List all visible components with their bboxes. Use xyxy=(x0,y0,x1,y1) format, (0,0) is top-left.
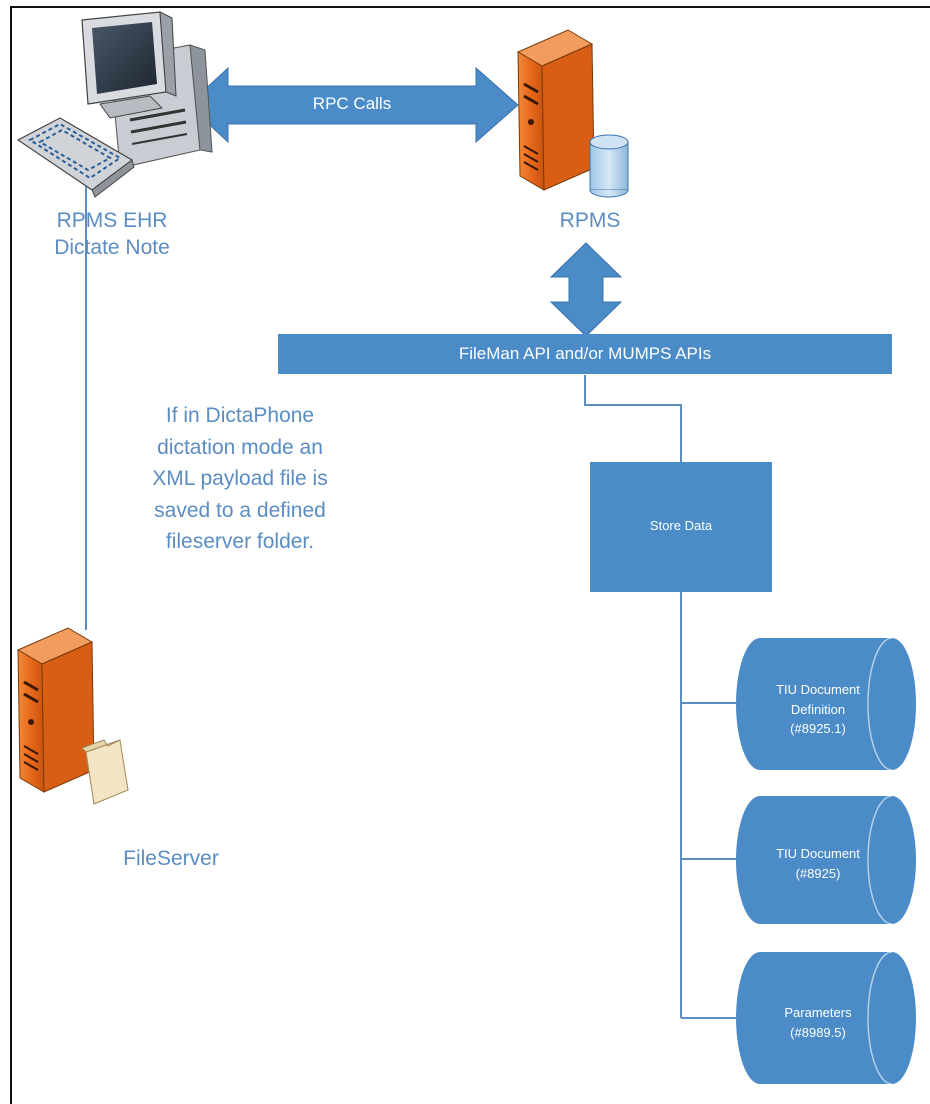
rpms-api-double-arrow xyxy=(549,242,623,337)
db2-line-1: TIU Document xyxy=(776,846,860,861)
api-to-store-line xyxy=(584,375,682,462)
db3-line-2: (#8989.5) xyxy=(790,1024,846,1040)
rpms-label: RPMS xyxy=(520,208,660,235)
db1-line-1: TIU Document xyxy=(776,682,860,697)
api-bar-text: FileMan API and/or MUMPS APIs xyxy=(458,344,712,363)
rpc-calls-label: RPC Calls xyxy=(252,93,452,115)
db1-line-2: Definition xyxy=(790,701,846,717)
note-line-5: fileserver folder. xyxy=(165,530,315,553)
note-line-1: If in DictaPhone xyxy=(165,404,315,427)
workstation-label: RPMS EHR Dictate Note xyxy=(20,208,204,262)
api-bar xyxy=(278,334,892,374)
rpms-label-text: RPMS xyxy=(559,209,621,232)
db1-line-3: (#8925.1) xyxy=(790,721,846,736)
workstation-label-line-2: Dictate Note xyxy=(54,235,170,259)
workstation-label-line-1: RPMS EHR xyxy=(56,209,168,232)
rpms-server-icon xyxy=(516,29,629,198)
database-tiu-document xyxy=(736,795,916,925)
fileserver-label: FileServer xyxy=(96,846,246,873)
workstation-icon xyxy=(16,11,213,198)
note-line-2: dictation mode an xyxy=(157,435,323,459)
note-line-3: XML payload file is xyxy=(152,467,328,490)
fileserver-label-text: FileServer xyxy=(123,847,219,870)
note-line-4: saved to a defined xyxy=(154,498,326,522)
dictation-note: If in DictaPhone dictation mode an XML p… xyxy=(116,400,364,558)
database-parameters xyxy=(736,951,916,1085)
db2-label: TIU Document (#8925) xyxy=(740,844,896,883)
fileserver-icon xyxy=(16,627,129,805)
rpc-double-arrow xyxy=(187,66,519,144)
api-bar-label: FileMan API and/or MUMPS APIs xyxy=(278,343,892,365)
db1-label: TIU Document Definition (#8925.1) xyxy=(740,680,896,739)
db2-line-2: (#8925) xyxy=(795,865,841,881)
store-data-label: Store Data xyxy=(590,518,772,535)
db3-label: Parameters (#8989.5) xyxy=(740,1003,896,1042)
store-data-box xyxy=(590,462,772,592)
store-data-text: Store Data xyxy=(649,518,713,533)
rpc-calls-text: RPC Calls xyxy=(312,94,392,113)
db3-line-1: Parameters xyxy=(784,1005,852,1020)
database-tiu-definition xyxy=(736,637,916,771)
diagram-frame xyxy=(10,6,930,1104)
